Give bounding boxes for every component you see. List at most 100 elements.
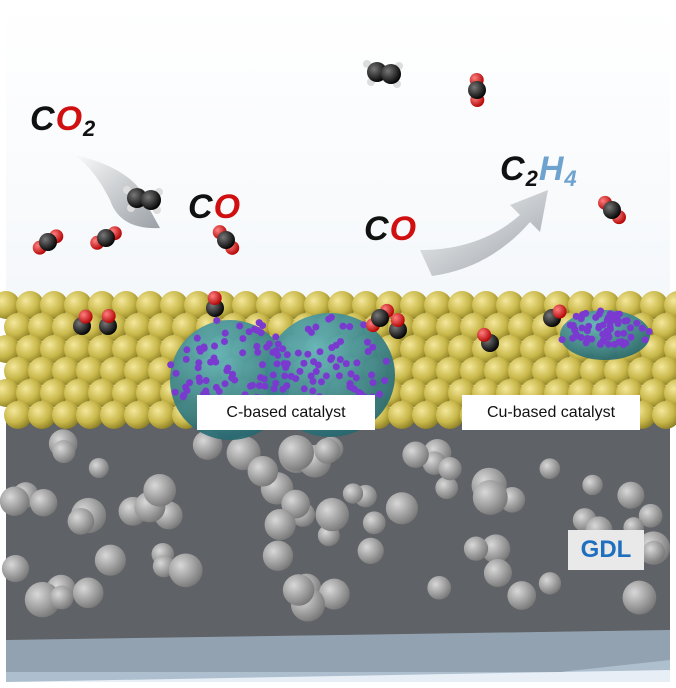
copper-particle [424,335,452,363]
ionomer-dot [583,335,591,343]
copper-particle [100,357,128,385]
copper-particle [328,291,356,319]
ionomer-dot [382,357,390,365]
copper-particle [160,291,188,319]
copper-particle [184,291,212,319]
ionomer-dot [270,385,278,393]
copper-particle [520,335,548,363]
copper-particle [412,313,440,341]
copper-particle [124,357,152,385]
gdl-particle [472,479,508,515]
ionomer-dot [220,337,228,345]
c-based-catalyst-label: C-based catalyst [197,395,375,430]
ionomer-dot [376,390,384,398]
ionomer-dot [571,326,579,334]
gdl-particle [143,474,177,507]
ionomer-dot [605,333,613,341]
ionomer-dot [325,315,333,323]
copper-particle [412,357,440,385]
copper-particle [136,291,164,319]
copper-particle [4,357,32,385]
copper-particle [664,379,676,407]
ionomer-dot [381,377,389,385]
oxygen-atom [552,304,567,319]
ionomer-dot [578,324,586,332]
ionomer-dot [272,379,280,387]
copper-particle [388,357,416,385]
gdl-particle [617,481,645,509]
ionomer-dot [224,364,232,372]
copper-particle [28,401,56,429]
ionomer-dot [645,327,653,335]
ionomer-dot [195,359,203,367]
ionomer-dot [274,351,282,359]
copper-particle [280,291,308,319]
ionomer-dot [202,377,210,385]
copper-particle [532,357,560,385]
ionomer-dot [273,360,281,368]
copper-particle [16,335,44,363]
copper-particle [664,335,676,363]
ionomer-dot [597,307,605,315]
ionomer-dot [369,343,377,351]
copper-particle [16,291,44,319]
copper-particle [508,313,536,341]
ionomer-dot [255,382,263,390]
copper-particle [0,291,20,319]
copper-particle [424,379,452,407]
copper-particle [460,357,488,385]
copper-particle [400,335,428,363]
ionomer-dot [265,340,273,348]
ionomer-dot [627,333,635,341]
gdl-particle [427,575,452,600]
copper-particle [52,313,80,341]
copper-particle [412,401,440,429]
ionomer-dot [200,343,208,351]
ionomer-dot [183,387,191,395]
ionomer-dot [221,380,229,388]
gdl-particle [362,511,386,535]
copper-particle [520,291,548,319]
copper-particle [124,313,152,341]
arrow-left [75,155,160,229]
ionomer-dot [638,324,646,332]
ionomer-dot [611,340,619,348]
copper-particle [604,357,632,385]
ionomer-dot [239,335,247,343]
gdl-particle [49,585,74,610]
copper-particle [484,357,512,385]
copper-particle [448,291,476,319]
ionomer-dot [296,367,304,375]
gdl-particle [282,574,315,606]
copper-particle [28,313,56,341]
copper-particle [232,291,260,319]
carbon-atom [217,231,235,249]
ionomer-dot [272,333,280,341]
gdl-particle [247,456,279,487]
gdl-particle [67,507,95,535]
ionomer-dot [259,322,267,330]
gdl-particle [483,558,512,588]
copper-particle [112,379,140,407]
carbon-atom [603,201,621,219]
copper-particle [640,379,668,407]
ionomer-dot [245,328,253,336]
copper-particle [28,357,56,385]
gdl-particle [0,486,30,516]
ionomer-dot [626,324,634,332]
gdl-particle [278,435,314,471]
ionomer-dot [353,359,361,367]
co-label-left: CO [188,188,242,226]
copper-particle [496,335,524,363]
gdl-particle [72,577,104,609]
copper-particle [40,291,68,319]
ionomer-dot [620,329,628,337]
ionomer-dot [346,323,354,331]
ionomer-dot [352,374,360,382]
ionomer-dot [595,322,603,330]
ionomer-dot [253,326,261,334]
ionomer-dot [236,322,244,330]
ionomer-dot [339,322,347,330]
gdl-particle [582,474,603,496]
